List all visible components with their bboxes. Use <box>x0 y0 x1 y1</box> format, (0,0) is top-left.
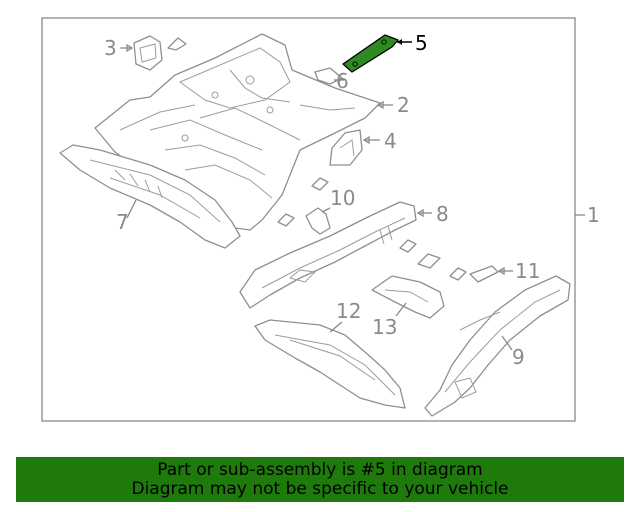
part-4-bracket[interactable] <box>329 129 363 166</box>
callout-1: 1 <box>587 203 600 227</box>
part-3-bracket[interactable] <box>133 35 187 71</box>
banner-line-1: Part or sub-assembly is #5 in diagram <box>157 459 483 480</box>
parts-diagram: 1 2 3 4 5 6 7 8 9 10 11 12 13 <box>41 17 600 422</box>
part-10-bracket[interactable] <box>305 207 331 235</box>
callout-10: 10 <box>330 186 355 210</box>
part-8-cross-member[interactable] <box>239 201 417 309</box>
part-12-lower-panel[interactable] <box>254 319 406 409</box>
callout-6: 6 <box>336 69 349 93</box>
part-5-reinforcement[interactable] <box>342 34 399 73</box>
part-7-side-rail[interactable] <box>59 144 241 249</box>
part-info-banner: Part or sub-assembly is #5 in diagram Di… <box>16 457 624 502</box>
part-small-clips <box>277 177 467 281</box>
banner-line-2: Diagram may not be specific to your vehi… <box>131 478 509 499</box>
callout-11: 11 <box>515 259 540 283</box>
leader-lines <box>120 39 513 351</box>
callout-5: 5 <box>415 31 428 55</box>
part-9-side-rail[interactable] <box>424 275 571 417</box>
callout-13: 13 <box>372 315 397 339</box>
diagram-frame <box>41 17 576 422</box>
part-13-bracket[interactable] <box>371 275 445 319</box>
part-11-clip[interactable] <box>469 265 499 283</box>
callout-8: 8 <box>436 202 449 226</box>
callout-12: 12 <box>336 299 361 323</box>
callout-9: 9 <box>512 345 525 369</box>
callout-3: 3 <box>104 36 117 60</box>
callout-2: 2 <box>397 93 410 117</box>
callout-7: 7 <box>116 210 129 234</box>
callout-4: 4 <box>384 129 397 153</box>
